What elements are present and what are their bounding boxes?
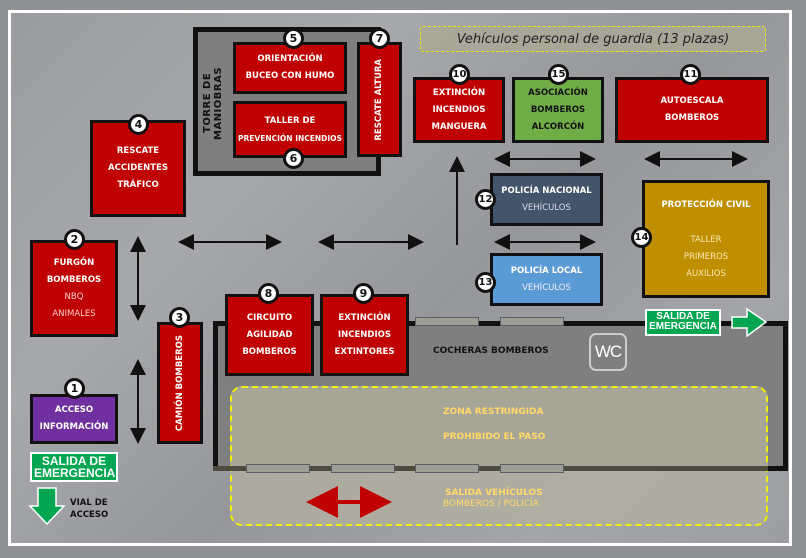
- station-1-line-1: ACCESO: [54, 405, 94, 415]
- station-4-number: 4: [128, 114, 149, 135]
- emergency-exit-line-2: EMERGENCIA: [649, 321, 717, 332]
- station-8-line-2: AGILIDAD: [246, 329, 293, 340]
- station-2-firefighter-van[interactable]: FURGÓN BOMBEROS NBQ ANIMALES: [30, 240, 118, 337]
- emergency-exit-line-1: SALIDA DE: [41, 454, 107, 468]
- staff-parking-banner: Vehículos personal de guardia (13 plazas…: [420, 26, 766, 52]
- station-15-line-2: BOMBEROS: [530, 104, 586, 115]
- access-road-label: VIAL DE ACCESO: [70, 497, 108, 521]
- station-8-agility-circuit[interactable]: CIRCUITO AGILIDAD BOMBEROS: [225, 294, 314, 376]
- station-12-sub-1: VEHÍCULOS: [522, 202, 571, 213]
- station-9-line-2: INCENDIOS: [337, 329, 391, 340]
- station-15-line-1: ASOCIACIÓN: [528, 87, 588, 98]
- station-2-line-2: BOMBEROS: [46, 274, 102, 285]
- garage-door: [500, 317, 564, 326]
- station-1-number: 1: [64, 378, 85, 399]
- station-10-line-3: MANGUERA: [431, 121, 487, 132]
- access-road-line-2: ACCESO: [70, 510, 109, 520]
- station-8-line-3: BOMBEROS: [242, 346, 297, 357]
- station-9-extinguisher-extinction[interactable]: EXTINCIÓN INCENDIOS EXTINTORES: [320, 294, 409, 376]
- station-10-hose-extinction[interactable]: EXTINCIÓN INCENDIOS MANGUERA: [413, 77, 505, 143]
- station-15-line-3: ALCORCÓN: [531, 121, 585, 132]
- garage-door: [331, 464, 395, 473]
- station-13-sub-1: VEHÍCULOS: [522, 282, 571, 293]
- station-1-line-2: INFORMACIÓN: [39, 422, 109, 432]
- station-11-line-1: AUTOESCALA: [660, 96, 724, 106]
- station-2-line-1: FURGÓN: [53, 257, 95, 268]
- station-8-number: 8: [258, 283, 279, 304]
- station-10-number: 10: [449, 64, 470, 85]
- station-6-line-2: PREVENCIÓN INCENDIOS: [238, 133, 342, 143]
- station-15-number: 15: [548, 64, 569, 85]
- station-4-traffic-accident-rescue[interactable]: RESCATE ACCIDENTES TRÁFICO: [90, 120, 186, 217]
- station-14-number: 14: [631, 227, 652, 248]
- station-4-line-1: RESCATE: [116, 146, 160, 156]
- restricted-zone-line-1: ZONA RESTRINGIDA: [443, 407, 544, 417]
- station-10-line-2: INCENDIOS: [432, 104, 486, 115]
- station-9-number: 9: [353, 283, 374, 304]
- emergency-exit-right-arrow: [731, 307, 768, 338]
- garage-door: [246, 464, 310, 473]
- station-13-line-1: POLICÍA LOCAL: [510, 265, 583, 276]
- restricted-zone-line-2: PROHIBIDO EL PASO: [443, 432, 546, 442]
- station-14-sub-1: TALLER: [690, 235, 722, 245]
- station-13-local-police[interactable]: POLICÍA LOCAL VEHÍCULOS: [490, 253, 603, 306]
- station-13-number: 13: [475, 272, 496, 293]
- station-10-line-1: EXTINCIÓN: [432, 87, 486, 98]
- access-road-line-1: VIAL DE: [70, 498, 108, 508]
- station-6-number: 6: [283, 148, 304, 169]
- station-5-number: 5: [283, 28, 304, 49]
- wc-label: WC: [594, 342, 622, 361]
- station-14-sub-3: AUXILIOS: [686, 269, 726, 279]
- station-2-sub-1: NBQ: [64, 291, 84, 302]
- emergency-exit-sign-right: SALIDA DE EMERGENCIA: [645, 309, 721, 336]
- station-14-sub-2: PRIMEROS: [683, 252, 729, 262]
- station-9-line-3: EXTINTORES: [334, 346, 395, 357]
- staff-parking-label: Vehículos personal de guardia (13 plazas…: [456, 31, 730, 47]
- station-12-line-1: POLICÍA NACIONAL: [501, 185, 592, 196]
- vehicle-exit-line-2: BOMBEROS / POLICÍA: [443, 499, 539, 509]
- emergency-exit-line-2: EMERGENCIA: [34, 466, 116, 480]
- wc-icon[interactable]: WC: [589, 333, 627, 371]
- garage-door: [415, 317, 479, 326]
- station-11-line-2: BOMBEROS: [664, 113, 720, 123]
- station-14-line-1: PROTECCIÓN CIVIL: [661, 200, 751, 210]
- station-2-number: 2: [64, 229, 85, 250]
- station-7-number: 7: [369, 28, 390, 49]
- station-7-height-rescue[interactable]: RESCATE ALTURA: [357, 42, 402, 157]
- station-3-number: 3: [169, 307, 190, 328]
- station-6-line-1: TALLER DE: [264, 115, 316, 126]
- garage-door: [500, 464, 564, 473]
- station-5-line-2: BUCEO CON HUMO: [245, 71, 335, 81]
- station-12-national-police[interactable]: POLICÍA NACIONAL VEHÍCULOS: [490, 173, 603, 226]
- station-8-line-1: CIRCUITO: [246, 312, 293, 323]
- station-11-number: 11: [680, 64, 701, 85]
- station-14-civil-protection[interactable]: PROTECCIÓN CIVIL TALLER PRIMEROS AUXILIO…: [642, 180, 770, 298]
- station-4-line-2: ACCIDENTES: [108, 163, 168, 173]
- station-12-number: 12: [475, 189, 496, 210]
- station-3-fire-truck[interactable]: CAMIÓN BOMBEROS: [157, 322, 203, 444]
- station-5-line-1: ORIENTACIÓN: [257, 54, 323, 64]
- emergency-exit-line-1: SALIDA DE: [656, 311, 710, 322]
- garage-label: COCHERAS BOMBEROS: [433, 346, 549, 356]
- access-road-down-arrow: [28, 487, 66, 526]
- station-2-sub-2: ANIMALES: [52, 308, 96, 319]
- station-5-smoke-diving[interactable]: ORIENTACIÓN BUCEO CON HUMO: [233, 42, 347, 94]
- emergency-exit-sign-left: SALIDA DE EMERGENCIA: [30, 452, 118, 482]
- station-9-line-1: EXTINCIÓN: [338, 312, 391, 323]
- garage-bottom-wall: [213, 466, 768, 471]
- garage-door: [415, 464, 479, 473]
- vehicle-exit-line-1: SALIDA VEHÍCULOS: [445, 488, 543, 498]
- station-4-line-3: TRÁFICO: [117, 180, 159, 190]
